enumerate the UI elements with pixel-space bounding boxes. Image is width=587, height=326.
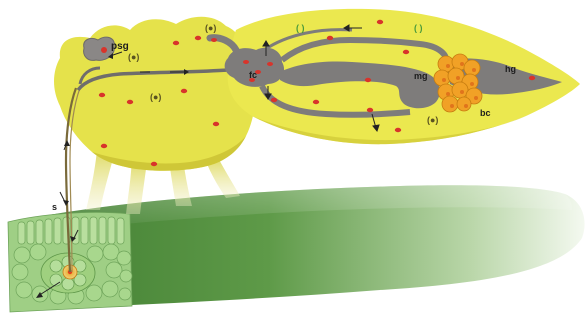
svg-text:(●): (●) xyxy=(150,92,161,102)
svg-text:(●): (●) xyxy=(205,23,216,33)
svg-text:( ): ( ) xyxy=(414,23,423,33)
label-filter-chamber: fc xyxy=(249,70,257,80)
label-stylet: s xyxy=(52,202,57,212)
label-bacteriocytes: bc xyxy=(480,108,491,118)
label-hindgut: hg xyxy=(505,64,516,74)
label-midgut: mg xyxy=(414,71,428,81)
svg-text:( ): ( ) xyxy=(296,23,305,33)
vascular-bundle xyxy=(41,253,95,293)
svg-text:(●): (●) xyxy=(128,52,139,62)
label-salivary-gland: psg xyxy=(111,41,129,52)
svg-text:(●): (●) xyxy=(427,115,438,125)
